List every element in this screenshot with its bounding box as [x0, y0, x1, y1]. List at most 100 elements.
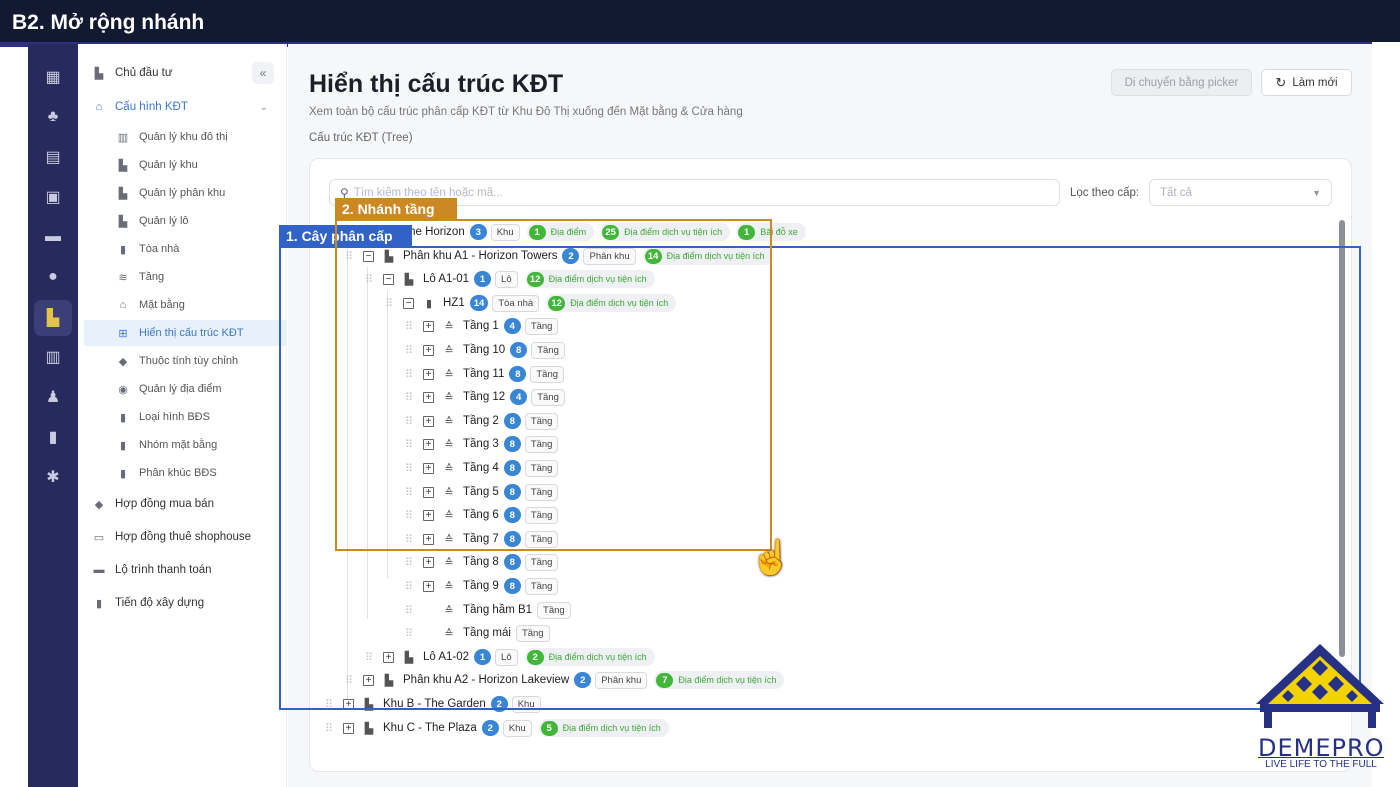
reload-button[interactable]: ↻ Làm mới	[1261, 69, 1352, 96]
drag-handle-icon[interactable]: ⠿	[405, 556, 413, 569]
search-box[interactable]: ⚲	[329, 179, 1060, 206]
expand-node-icon[interactable]: +	[423, 344, 434, 356]
sidebar-item[interactable]: ▬Lộ trình thanh toán	[78, 557, 286, 583]
expand-node-icon[interactable]: +	[423, 415, 434, 427]
child-count-badge: 1	[474, 271, 492, 287]
move-picker-button[interactable]: Di chuyển bằng picker	[1111, 69, 1252, 96]
expand-node-icon[interactable]: +	[423, 486, 434, 498]
city-structure-rail-icon[interactable]: ▙	[34, 300, 72, 336]
level-filter-select[interactable]: Tất cả ▼	[1149, 179, 1332, 206]
expand-node-icon[interactable]: +	[343, 722, 354, 734]
drag-handle-icon[interactable]: ⠿	[325, 698, 333, 711]
sidebar-item[interactable]: ◆Hợp đồng mua bán	[78, 491, 286, 517]
expand-node-icon[interactable]: +	[383, 651, 394, 663]
drag-handle-icon[interactable]: ⠿	[405, 627, 413, 640]
expand-node-icon[interactable]: +	[423, 391, 434, 403]
drag-handle-icon[interactable]: ⠿	[405, 580, 413, 593]
drag-handle-icon[interactable]: ⠿	[405, 344, 413, 357]
drag-handle-icon[interactable]: ⠿	[385, 297, 393, 310]
collapse-sidebar-button[interactable]: «	[252, 62, 274, 84]
sidebar-item[interactable]: ▙Quản lý phân khu	[78, 180, 286, 206]
sidebar-item[interactable]: ▙Quản lý lô	[78, 208, 286, 234]
drag-handle-icon[interactable]: ⠿	[345, 250, 353, 263]
car-rail-icon[interactable]: ▬	[45, 228, 61, 245]
briefcase-rail-icon[interactable]: ▣	[45, 189, 61, 206]
expand-node-icon[interactable]: +	[423, 462, 434, 474]
expand-node-icon[interactable]: +	[423, 533, 434, 545]
sidebar-item[interactable]: ▮Tiến độ xây dựng	[78, 590, 286, 616]
sidebar-item[interactable]: ◉Quản lý địa điểm	[78, 376, 286, 402]
building-rail-icon[interactable]: ▦	[45, 69, 61, 86]
expand-node-icon[interactable]: +	[423, 556, 434, 568]
drag-handle-icon[interactable]: ⠿	[405, 604, 413, 617]
sidebar-item[interactable]: ▙Chủ đầu tư	[78, 60, 286, 86]
drag-handle-icon[interactable]: ⠿	[365, 273, 373, 286]
expand-node-icon[interactable]: +	[423, 320, 434, 332]
drag-handle-icon[interactable]: ⠿	[405, 391, 413, 404]
drag-handle-icon[interactable]: ⠿	[405, 462, 413, 475]
drag-handle-icon[interactable]: ⠿	[405, 438, 413, 451]
sidebar-item[interactable]: ▮Phân khúc BĐS	[78, 460, 286, 486]
expand-node-icon[interactable]: +	[423, 580, 434, 592]
chevron-down-icon[interactable]: ⌄	[259, 101, 268, 113]
drag-handle-icon[interactable]: ⠿	[405, 320, 413, 333]
sidebar-item[interactable]: ◆Thuộc tính tùy chỉnh	[78, 348, 286, 374]
drag-handle-icon[interactable]: ⠿	[405, 509, 413, 522]
collapse-node-icon[interactable]: −	[403, 297, 414, 309]
sidebar-item[interactable]: ⌂Mặt bằng	[78, 292, 286, 318]
calculator-rail-icon[interactable]: ▤	[45, 149, 61, 166]
drag-handle-icon[interactable]: ⠿	[405, 533, 413, 546]
expand-node-icon[interactable]: +	[423, 438, 434, 450]
drag-handle-icon[interactable]: ⠿	[405, 415, 413, 428]
shop-rail-icon[interactable]: ▥	[45, 349, 61, 366]
search-input[interactable]	[353, 186, 1034, 199]
gear-rail-icon[interactable]: ✱	[46, 469, 60, 486]
sidebar-item[interactable]: ▥Quản lý khu đô thị	[78, 124, 286, 150]
hierarchy-rail-icon[interactable]: ♣	[47, 108, 59, 125]
expand-node-icon[interactable]: +	[423, 368, 434, 380]
collapse-node-icon[interactable]: −	[363, 250, 374, 262]
sidebar-item[interactable]: ▙Quản lý khu	[78, 152, 286, 178]
drag-handle-icon[interactable]: ⠿	[405, 368, 413, 381]
sidebar-item[interactable]: ▮Tòa nhà	[78, 236, 286, 262]
sidebar-item[interactable]: ≋Tầng	[78, 264, 286, 290]
drag-handle-icon[interactable]: ⠿	[325, 722, 333, 735]
sidebar-item[interactable]: ⌂Cấu hình KĐT⌄	[78, 94, 286, 120]
drag-handle-icon[interactable]: ⠿	[345, 674, 353, 687]
drag-handle-icon[interactable]: ⠿	[405, 486, 413, 499]
sidebar-item[interactable]: ⊞Hiển thị cấu trúc KĐT	[84, 320, 286, 346]
expand-node-icon[interactable]: +	[363, 674, 374, 686]
users-rail-icon[interactable]: ●	[48, 268, 58, 285]
expand-node-icon[interactable]: +	[423, 509, 434, 521]
drag-handle-icon[interactable]: ⠿	[365, 651, 373, 664]
collapse-node-icon[interactable]: −	[383, 273, 394, 285]
sidebar-item[interactable]: ▮Loại hình BĐS	[78, 404, 286, 430]
chart-rail-icon[interactable]: ▮	[48, 429, 58, 446]
sidebar-item[interactable]: ▭Hợp đồng thuê shophouse	[78, 524, 286, 550]
tree-scrollbar[interactable]	[1339, 220, 1345, 657]
sidebar-item[interactable]: ▮Nhóm mặt bằng	[78, 432, 286, 458]
child-count-badge: 8	[503, 531, 521, 547]
user-rail-icon[interactable]: ♟	[45, 389, 61, 406]
